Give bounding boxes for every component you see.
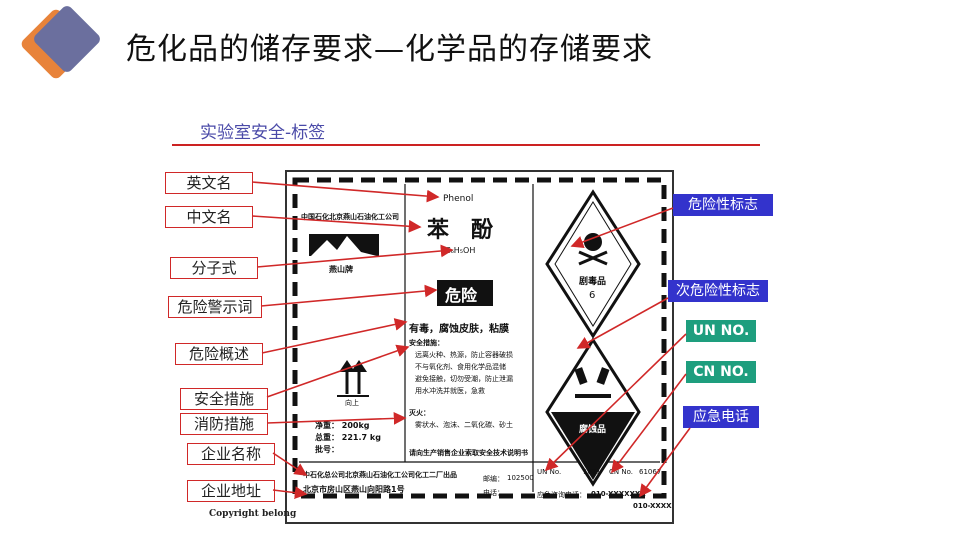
- label-emergency-label: 应急咨询电话：: [537, 490, 586, 500]
- callout-warning-word: 危险警示词: [168, 296, 262, 318]
- label-chinese-name: 苯 酚: [427, 212, 493, 244]
- copyright-text: Copyright belong: [209, 509, 296, 519]
- toxic-diamond: [547, 192, 639, 336]
- label-diamond2-text: 腐蚀品: [579, 422, 606, 435]
- label-cn-value: 61067: [639, 468, 661, 476]
- label-safety-line-3: 避免接触，切勿受潮，防止泄漏: [415, 374, 513, 384]
- label-company-short: 中国石化北京燕山石油化工公司: [301, 212, 399, 222]
- label-fire-line: 雾状水、泡沫、二氧化碳、砂土: [415, 420, 513, 430]
- this-way-up-arrows: [337, 360, 369, 396]
- label-postcode-label: 邮编：: [483, 474, 504, 484]
- label-english-name: Phenol: [443, 194, 473, 204]
- callout-un-no: UN NO.: [686, 320, 756, 342]
- label-safety-line-1: 远离火种、热源，防止容器破损: [415, 350, 513, 360]
- chemical-label: Phenol 中国石化北京燕山石油化工公司 苯 酚 C₆H₅OH 燕山牌 危险 …: [285, 170, 674, 524]
- label-safety-line-2: 不与氧化剂、食用化学品混储: [415, 362, 506, 372]
- section-subtitle: 实验室安全-标签: [200, 118, 325, 143]
- label-address: 北京市房山区燕山向阳路1号: [303, 484, 405, 495]
- callout-company-address: 企业地址: [187, 480, 275, 502]
- label-upright: 向上: [345, 398, 359, 408]
- callout-sub-hazard-sign: 次危险性标志: [668, 280, 768, 302]
- label-emergency-value2: 010-XXXXXX: [633, 502, 674, 510]
- label-notice: 请向生产销售企业索取安全技术说明书: [409, 448, 528, 458]
- label-hazard-summary: 有毒，腐蚀皮肤，粘膜: [409, 320, 509, 335]
- label-diamond1-num: 6: [589, 290, 595, 301]
- label-diamond1-text: 剧毒品: [579, 274, 606, 287]
- label-safety-line-4: 用水冲洗并就医，急救: [415, 386, 485, 396]
- callout-formula: 分子式: [170, 257, 258, 279]
- label-company-full: 中石化总公司北京燕山石油化工公司化工二厂出品: [303, 470, 457, 480]
- label-net-weight: 净重： 200kg: [315, 420, 370, 431]
- subtitle-divider: [172, 144, 760, 146]
- label-cn-field: CN No.: [609, 468, 633, 476]
- page-title: 危化品的储存要求—化学品的存储要求: [126, 24, 653, 68]
- callout-cn-no: CN NO.: [686, 361, 756, 383]
- label-emergency-value: 010-XXXXXXX: [591, 490, 646, 498]
- label-un-value: 1671: [583, 468, 601, 476]
- label-batch: 批号：: [315, 444, 339, 455]
- label-postcode: 102500: [507, 474, 534, 482]
- label-fire-heading: 灭火：: [409, 408, 430, 418]
- callout-fire-measures: 消防措施: [180, 413, 268, 435]
- label-formula: C₆H₅OH: [445, 246, 475, 255]
- label-brand: 燕山牌: [329, 264, 353, 275]
- callout-hazard-summary: 危险概述: [175, 343, 263, 365]
- label-warning-word: 危险: [445, 282, 477, 306]
- callout-english-name: 英文名: [165, 172, 253, 194]
- callout-chinese-name: 中文名: [165, 206, 253, 228]
- callout-company-name: 企业名称: [187, 443, 275, 465]
- label-gross-weight: 总重： 221.7 kg: [315, 432, 381, 443]
- callout-hazard-sign: 危险性标志: [673, 194, 773, 216]
- callout-safety-measures: 安全措施: [180, 388, 268, 410]
- label-phone-label: 电话：: [483, 488, 504, 498]
- callout-emergency-phone: 应急电话: [683, 406, 759, 428]
- label-safety-heading: 安全措施：: [409, 338, 444, 348]
- label-un-field: UN No.: [537, 468, 561, 476]
